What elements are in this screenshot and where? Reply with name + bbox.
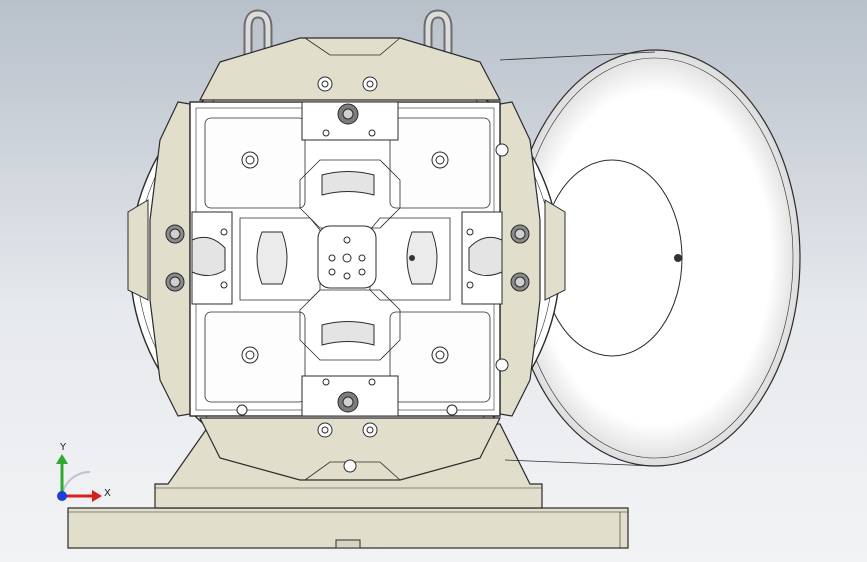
z-axis-dot <box>57 491 67 501</box>
y-axis-head <box>56 454 68 464</box>
bottom-clamp <box>301 321 399 417</box>
x-axis-label: X <box>104 488 111 499</box>
left-jaw-plate <box>149 101 191 417</box>
right-clamp <box>406 211 503 305</box>
lifting-handles <box>243 9 453 60</box>
y-axis-label: Y <box>60 442 67 453</box>
bottom-clamp-plate <box>199 417 501 481</box>
side-clamps <box>127 199 566 301</box>
drive-disc <box>499 49 801 467</box>
top-clamp-plate <box>199 37 501 101</box>
base-plate <box>67 507 629 549</box>
axis-triad <box>56 454 102 502</box>
top-clamp <box>301 101 399 196</box>
center-square-plate <box>189 101 509 417</box>
x-axis-head <box>92 490 102 502</box>
left-clamp <box>191 211 288 305</box>
